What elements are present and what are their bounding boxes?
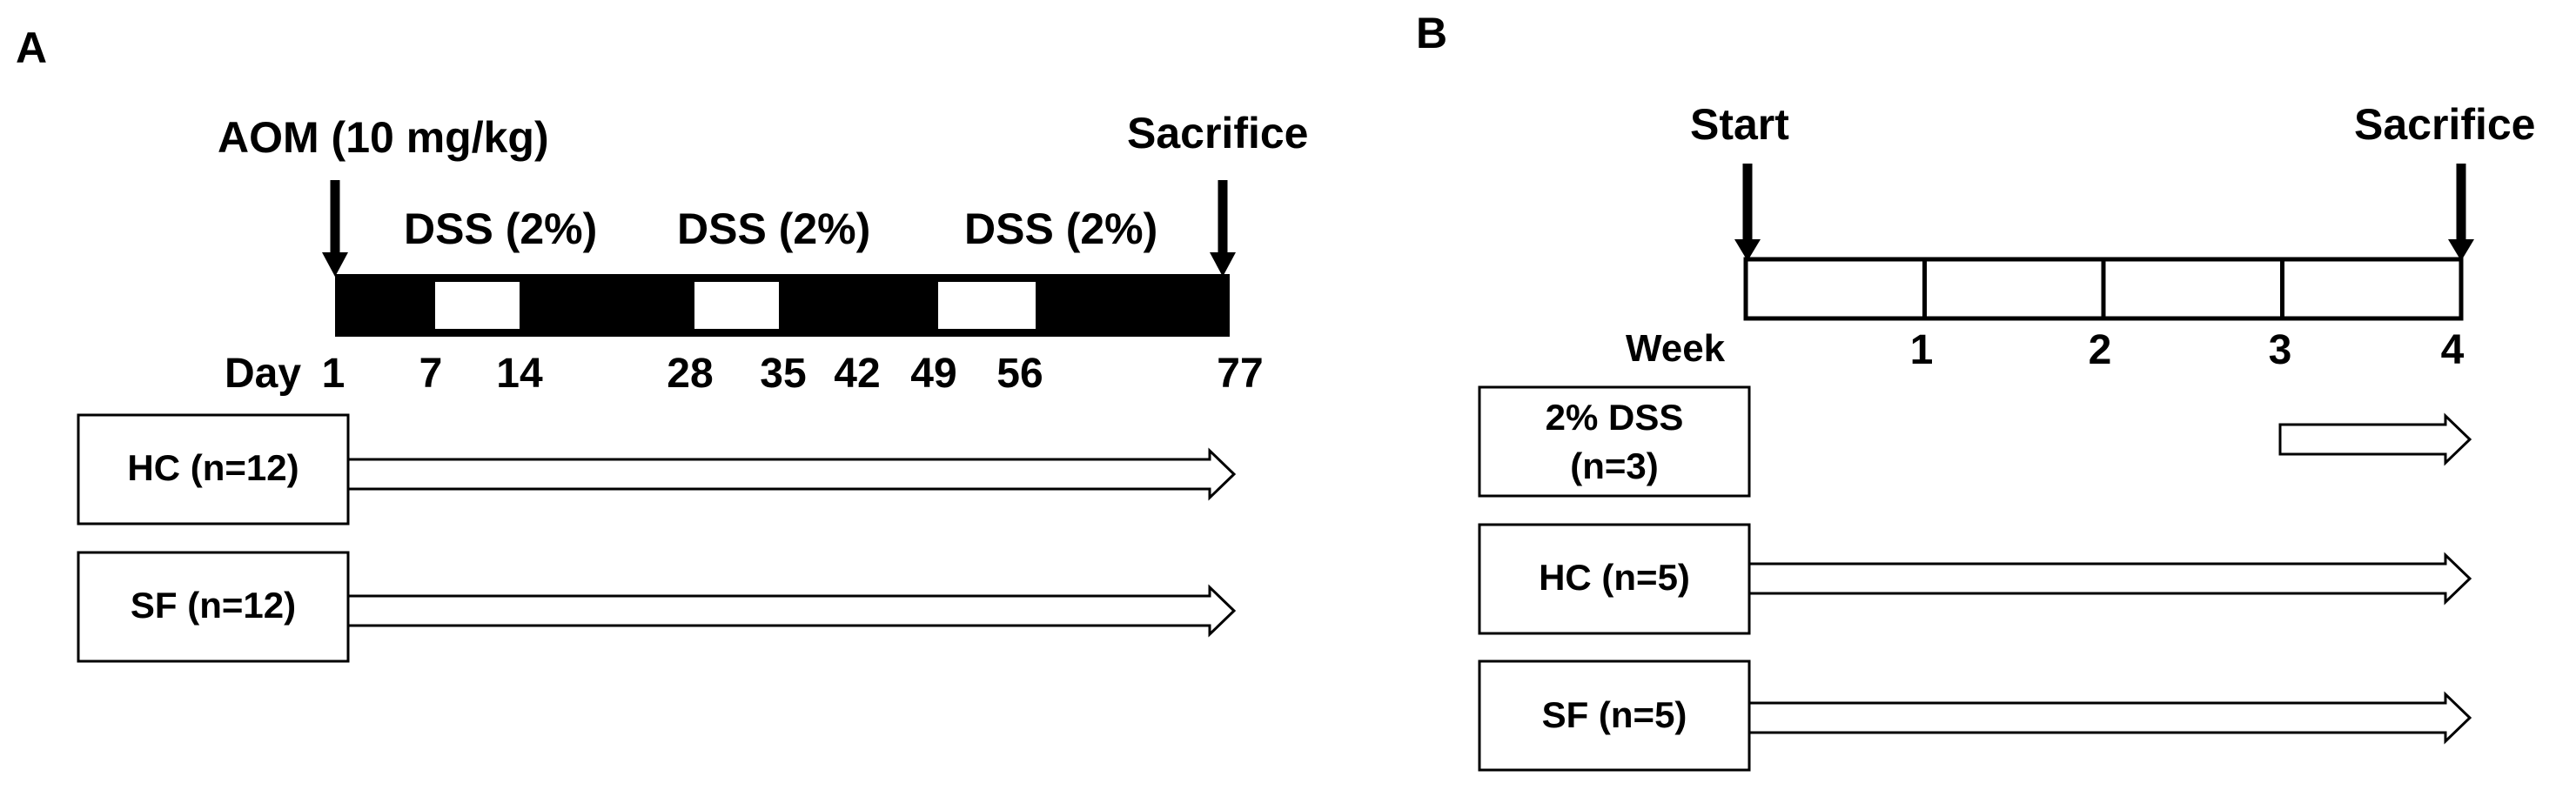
group-label-hc: HC (n=12) <box>127 447 299 488</box>
group-box-dss <box>1478 385 1751 498</box>
dss-label-3: DSS (2%) <box>964 204 1157 253</box>
panel-b-label: B <box>1416 9 1447 57</box>
panel-b: B Start Sacrifice Week 1 2 3 4 2% DSS (n… <box>1416 9 2535 772</box>
panel-b-ticks: 1 2 3 4 <box>1910 327 2465 373</box>
dss-label-1: DSS (2%) <box>404 204 597 253</box>
panel-a-event-arrows <box>322 180 1236 277</box>
panel-a-group-hc: HC (n=12) <box>77 413 1237 526</box>
panel-b-start-event: Start <box>1690 100 1789 149</box>
end-arrowhead-b <box>2448 239 2474 261</box>
dss-window-1 <box>435 282 520 329</box>
group-label-hc-b: HC (n=5) <box>1539 557 1690 598</box>
start-arrowhead-b <box>1734 239 1761 261</box>
start-arrowhead <box>322 252 348 277</box>
group-box-sf-b <box>1478 659 1751 772</box>
tick-day-42: 42 <box>834 351 880 397</box>
panel-b-group-dss: 2% DSS (n=3) <box>1478 385 2472 498</box>
tick-day-28: 28 <box>667 351 713 397</box>
dss-window-2 <box>694 282 779 329</box>
tick-week-3: 3 <box>2269 327 2292 373</box>
group-label-dss-line2: (n=3) <box>1570 445 1659 486</box>
panel-a-label: A <box>16 23 47 72</box>
panel-b-group-sf: SF (n=5) <box>1478 659 2472 772</box>
group-arrow-hc <box>346 447 1237 501</box>
group-label-dss-line1: 2% DSS <box>1546 397 1684 438</box>
panel-b-event-arrows <box>1734 164 2474 261</box>
group-box-sf <box>77 551 350 663</box>
end-arrowhead <box>1210 252 1236 277</box>
tick-day-14: 14 <box>496 351 543 397</box>
panel-a: A AOM (10 mg/kg) Sacrifice DSS (2%) DSS … <box>16 23 1308 663</box>
dss-label-2: DSS (2%) <box>677 204 870 253</box>
group-box-hc <box>77 413 350 526</box>
panel-a-ticks: 1 7 14 28 35 42 49 56 77 <box>322 351 1264 397</box>
tick-day-35: 35 <box>760 351 806 397</box>
panel-b-timeline-bar <box>1743 257 2464 321</box>
tick-week-2: 2 <box>2089 327 2112 373</box>
group-arrow-sf-b <box>1748 691 2472 745</box>
panel-b-end-event: Sacrifice <box>2354 100 2535 149</box>
group-arrow-sf <box>346 584 1237 638</box>
panel-a-axis-name: Day <box>225 351 301 397</box>
panel-a-group-sf: SF (n=12) <box>77 551 1237 663</box>
panel-b-group-hc: HC (n=5) <box>1478 523 2472 635</box>
group-label-sf: SF (n=12) <box>131 585 296 626</box>
panel-a-timeline-bar <box>335 274 1230 337</box>
group-arrow-dss <box>2278 412 2472 466</box>
tick-day-1: 1 <box>322 351 345 397</box>
panel-a-end-event: Sacrifice <box>1127 109 1308 157</box>
panel-b-axis-name: Week <box>1626 327 1726 370</box>
tick-day-7: 7 <box>419 351 443 397</box>
tick-week-4: 4 <box>2441 327 2465 373</box>
tick-day-77: 77 <box>1217 351 1263 397</box>
group-label-sf-b: SF (n=5) <box>1542 694 1687 735</box>
tick-day-56: 56 <box>996 351 1043 397</box>
dss-window-3 <box>938 282 1036 329</box>
panel-a-start-event: AOM (10 mg/kg) <box>218 113 549 162</box>
group-arrow-hc-b <box>1748 552 2472 606</box>
tick-day-49: 49 <box>910 351 956 397</box>
tick-week-1: 1 <box>1910 327 1934 373</box>
